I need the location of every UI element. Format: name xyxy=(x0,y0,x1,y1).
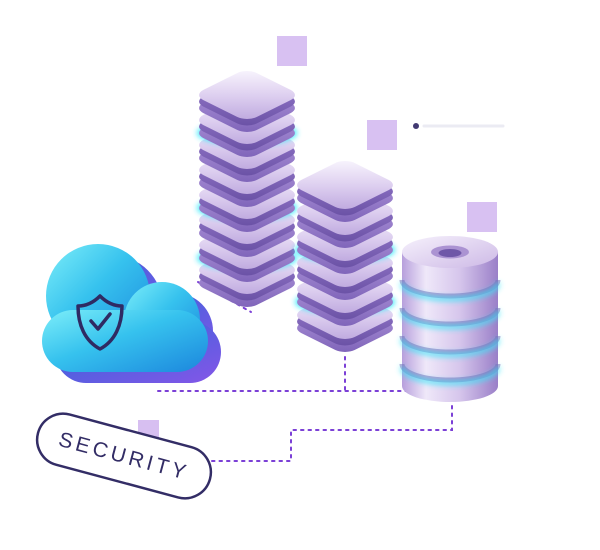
accent-square-1 xyxy=(277,36,307,66)
security-pill-outline xyxy=(35,412,213,500)
security-label: SECURITY xyxy=(35,412,213,500)
accent-square-3 xyxy=(467,202,497,232)
cylinder-disc-grooves xyxy=(399,279,501,385)
accent-dot xyxy=(413,123,419,129)
cloud-front xyxy=(42,244,208,372)
checkmark xyxy=(89,312,112,331)
shield-check-icon xyxy=(76,294,124,351)
shield-outline xyxy=(76,294,124,351)
server-stack-tall xyxy=(193,68,301,310)
cloud-icon xyxy=(42,244,221,383)
database-cylinder-icon xyxy=(399,236,501,402)
accent-line xyxy=(413,123,505,129)
accent-square-2 xyxy=(367,120,397,150)
connector-label-to-database xyxy=(211,402,453,462)
server-stack-short xyxy=(291,158,399,355)
cylinder-top-hole xyxy=(438,249,462,257)
